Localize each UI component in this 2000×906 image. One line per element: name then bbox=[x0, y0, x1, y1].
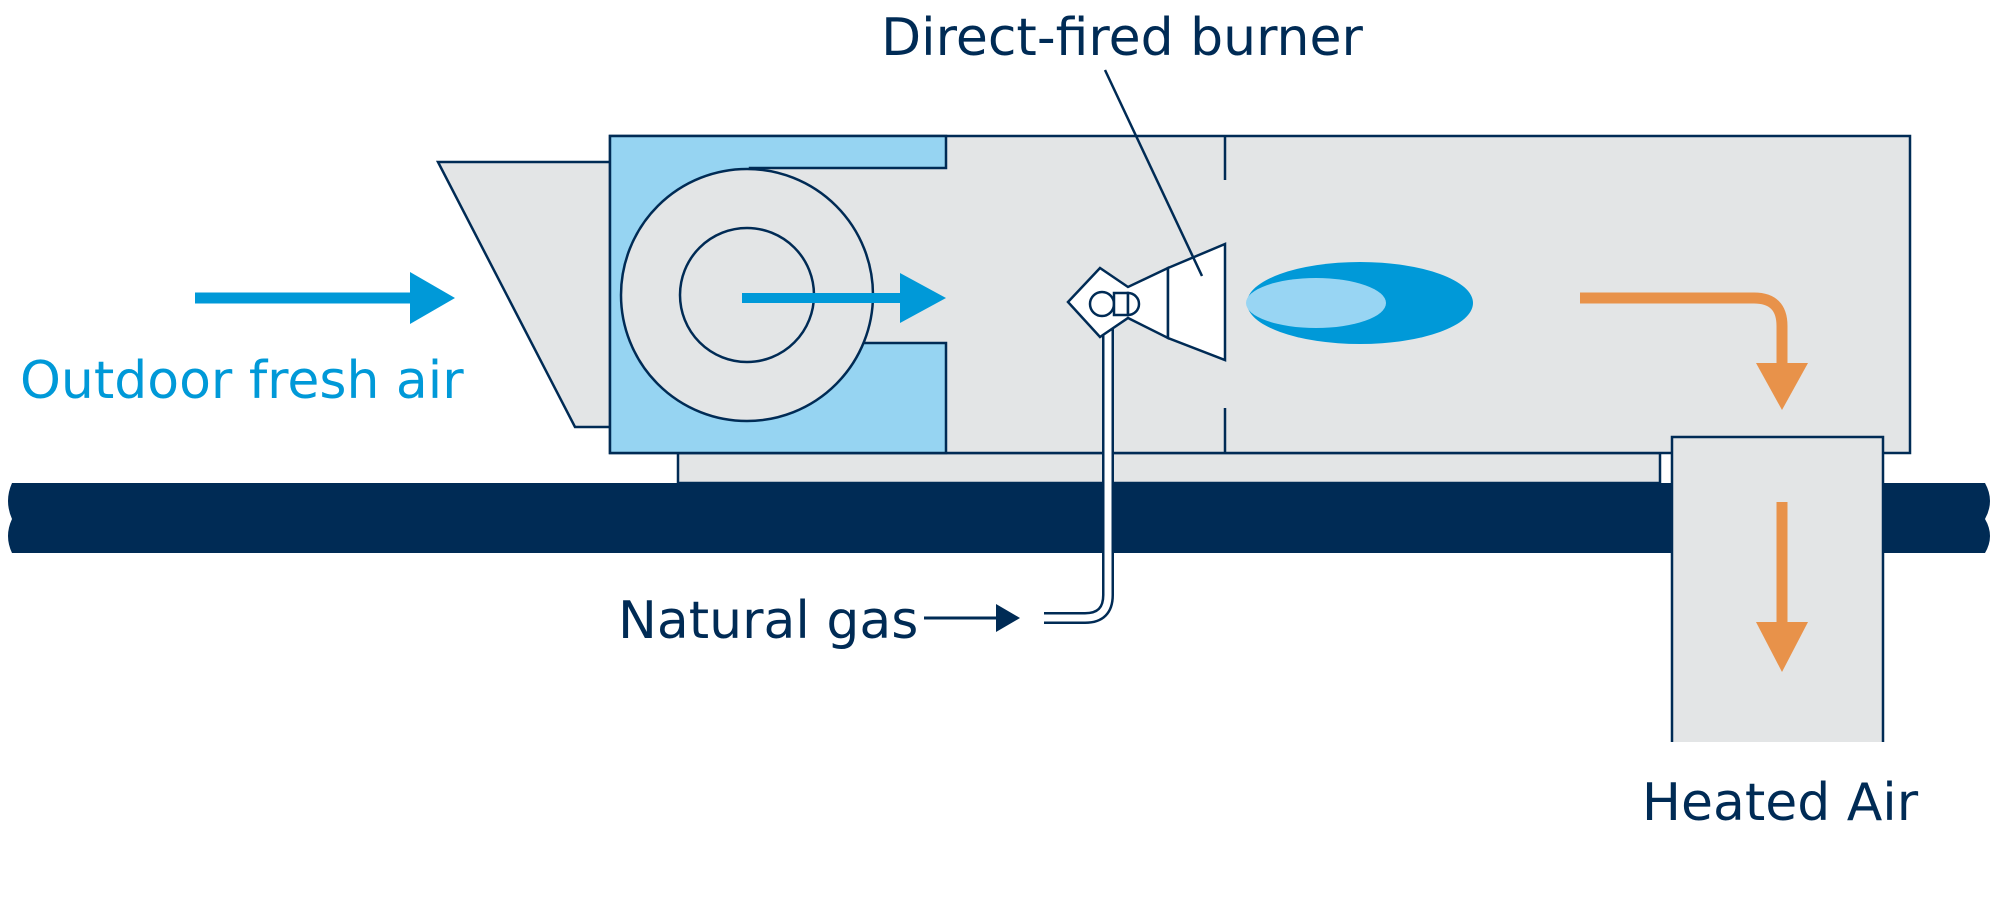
gas-pipe-inner bbox=[1044, 318, 1112, 622]
intake-hood bbox=[435, 160, 612, 429]
outdoor-air-arrow bbox=[195, 272, 455, 324]
outdoor-air-label: Outdoor fresh air bbox=[20, 351, 464, 411]
heated-air-duct-outline bbox=[1670, 435, 1885, 742]
burner-label: Direct-fired burner bbox=[881, 8, 1363, 68]
flame-icon bbox=[1246, 262, 1473, 344]
heated-air-label: Heated Air bbox=[1642, 773, 1919, 833]
heated-air-down-arrow bbox=[1756, 502, 1808, 672]
natural-gas-label: Natural gas bbox=[618, 591, 918, 651]
burner-leader-line bbox=[1103, 69, 1204, 277]
roof-deck bbox=[8, 483, 1990, 553]
burner-icon bbox=[1066, 242, 1227, 362]
unit-base bbox=[676, 451, 1662, 485]
heated-air-turn-arrow bbox=[1580, 292, 1808, 410]
natural-gas-arrow bbox=[924, 604, 1020, 632]
fan-airflow-arrow bbox=[742, 273, 946, 323]
